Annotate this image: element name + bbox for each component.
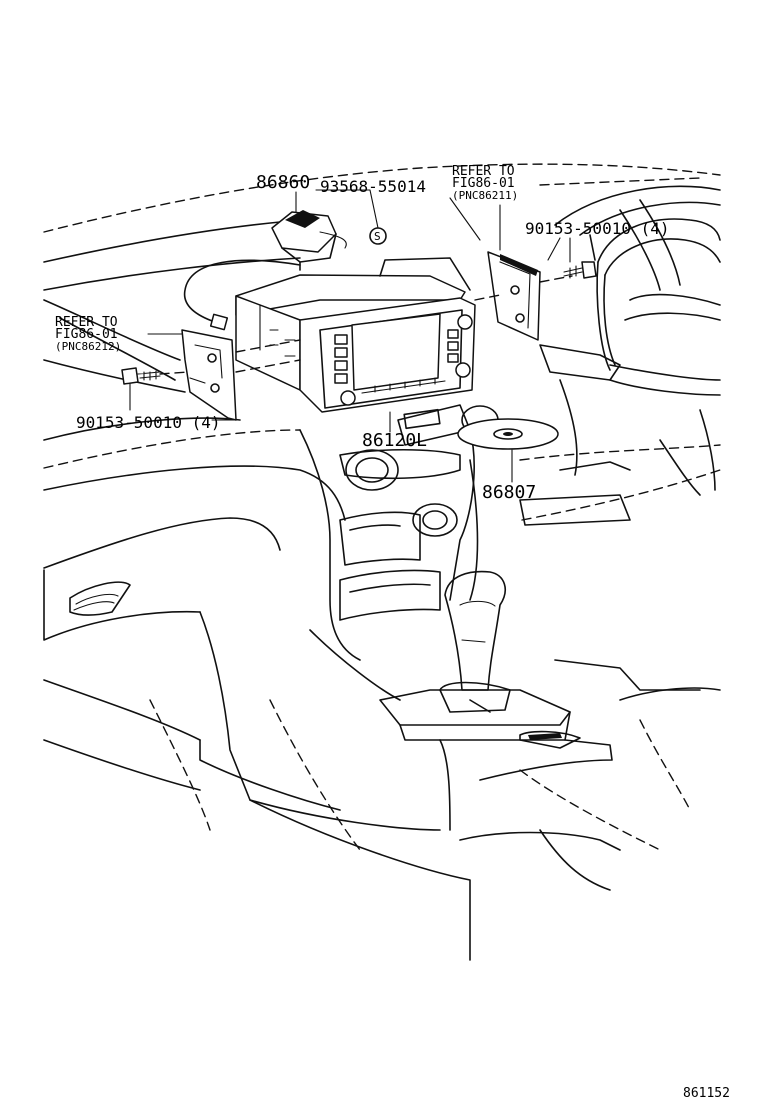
label-86807: 86807 — [482, 482, 536, 503]
dash-line-right — [519, 444, 721, 461]
gps-antenna-part — [183, 210, 347, 331]
s-mark-text: S — [374, 230, 381, 243]
right-bracket-part — [474, 251, 573, 341]
s-mark-symbol: S — [369, 227, 387, 245]
label-86860: 86860 — [256, 172, 310, 193]
bolt-left-part — [121, 367, 189, 385]
part-labels: 86860 93568-55014 REFER TO FIG86-01 (PNC… — [55, 164, 730, 1101]
label-90153-50010-right: 90153-50010 (4) — [525, 219, 670, 238]
left-bracket-part — [181, 329, 301, 421]
label-90153-50010-left: 90153-50010 (4) — [76, 413, 221, 432]
disc-part — [457, 418, 559, 450]
label-refer-left-line2: FIG86-01 — [55, 327, 118, 342]
dash-line-lower — [521, 469, 721, 521]
center-console — [299, 404, 721, 891]
label-refer-left-line3: (PNC86212) — [55, 340, 121, 353]
dash-line-top — [539, 177, 701, 186]
label-93568-55014: 93568-55014 — [320, 177, 426, 196]
label-refer-right-line1: REFER TO — [452, 164, 515, 179]
label-refer-right-line2: FIG86-01 — [452, 176, 515, 191]
figure-id: 861152 — [683, 1086, 730, 1101]
label-refer-right-line3: (PNC86211) — [452, 189, 518, 202]
steering-wheel — [519, 185, 721, 526]
leader-lines — [129, 189, 571, 483]
dashboard-outline — [43, 163, 721, 961]
label-86120L: 86120L — [362, 430, 427, 451]
label-refer-left-line1: REFER TO — [55, 315, 118, 330]
navigation-unit-part — [235, 257, 476, 413]
bolt-right-part — [563, 261, 597, 279]
gear-lever — [444, 459, 506, 691]
